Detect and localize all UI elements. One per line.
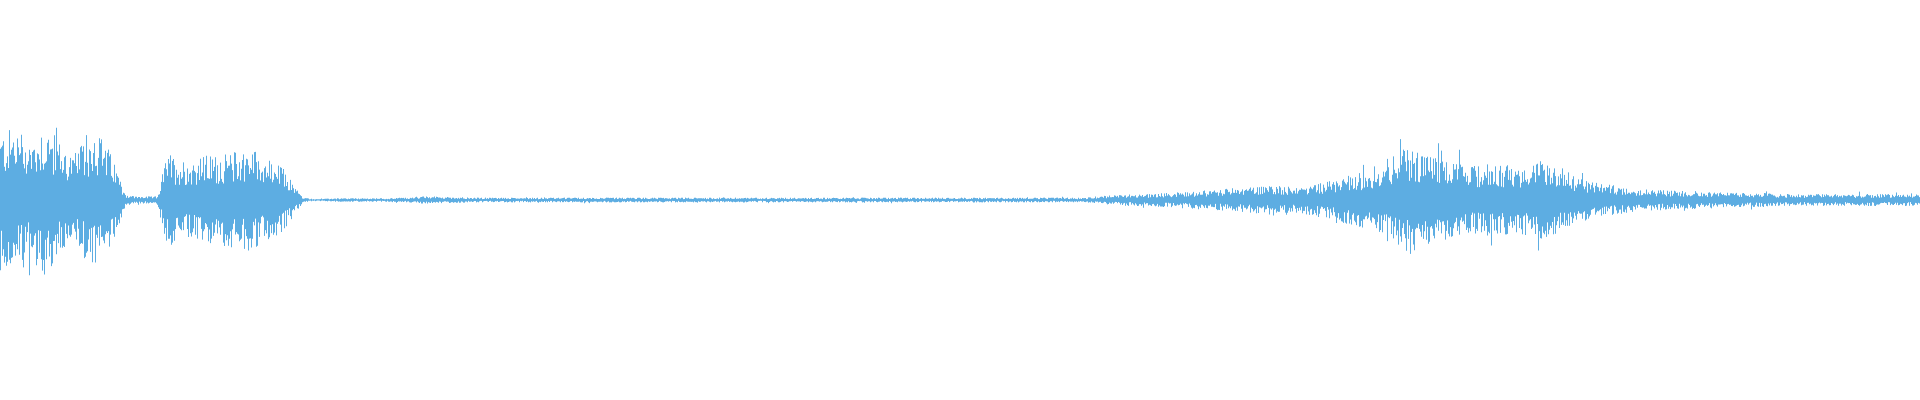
waveform-bars xyxy=(0,127,1920,276)
waveform-path xyxy=(0,127,1920,276)
